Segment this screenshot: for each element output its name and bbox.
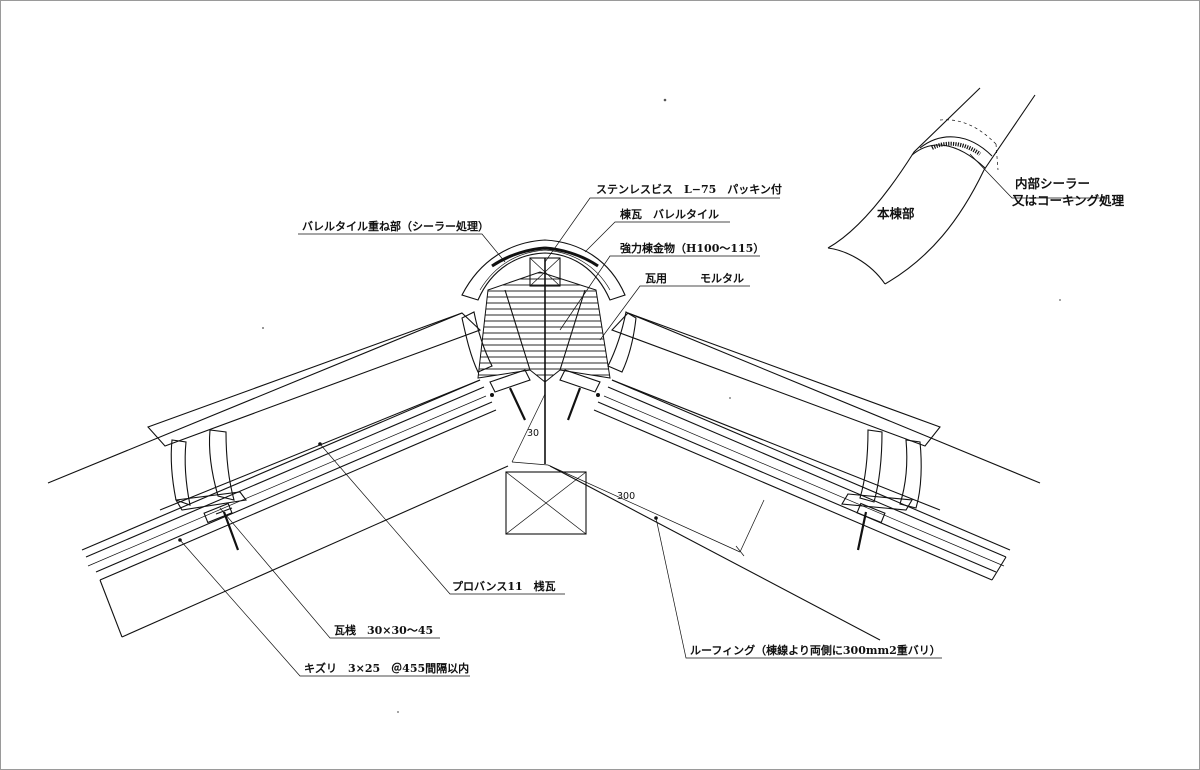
label-inner-sealer: 内部シーラー <box>1015 176 1090 191</box>
ridge-center <box>461 239 637 464</box>
leader-lines <box>178 197 942 677</box>
label-mortar: 瓦用 モルタル <box>645 272 744 285</box>
label-ridge-hardware: 強力棟金物（H100〜115） <box>620 241 764 255</box>
ridge-beam <box>505 471 587 535</box>
right-roof-slope <box>549 312 1041 641</box>
main-ridge-inset: 内部シーラー 又はコーキング処理 本棟部 <box>827 87 1125 285</box>
label-main-ridge: 本棟部 <box>877 206 915 221</box>
dimension-300-label: 300 <box>617 491 635 502</box>
label-barrel-overlap: バレルタイル重ね部（シーラー処理） <box>302 219 489 233</box>
label-roofing: ルーフィング（棟線より両側に300mm2重バリ） <box>690 643 941 657</box>
dimension-30-label: 30 <box>527 428 539 439</box>
right-tile-profile <box>841 429 922 551</box>
label-ridge-tile: 棟瓦 バレルタイル <box>620 207 719 221</box>
label-stainless-screw: ステンレスビス L−75 パッキン付 <box>596 182 782 196</box>
label-caulking: 又はコーキング処理 <box>1011 193 1125 208</box>
label-kizuri: キズリ 3×25 ＠455間隔以内 <box>304 661 469 675</box>
labels: ステンレスビス L−75 パッキン付 棟瓦 バレルタイル 強力棟金物（H100〜… <box>302 182 941 675</box>
speckles <box>262 98 1061 713</box>
left-tile-profile <box>170 429 247 551</box>
label-provence-tile: プロバンス11 桟瓦 <box>452 579 556 593</box>
dimension-30: 30 <box>511 393 549 466</box>
left-roof-slope <box>47 312 509 638</box>
dimension-300: 300 <box>547 464 765 557</box>
label-batten: 瓦桟 30×30〜45 <box>334 623 433 637</box>
